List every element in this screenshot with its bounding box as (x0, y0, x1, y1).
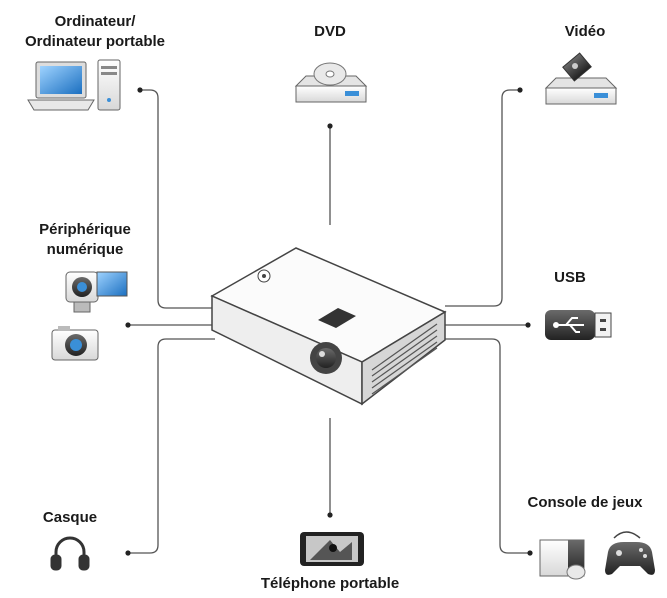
vcr-icon (544, 52, 618, 105)
smartphone-icon (300, 532, 364, 566)
game-console-icon (539, 539, 586, 580)
gamepad-icon (605, 531, 655, 575)
label-computer-line1: Ordinateur/ (54, 13, 136, 30)
label-computer: Ordinateur/ Ordinateur portable (10, 12, 180, 52)
camcorder-icon (65, 271, 128, 313)
label-phone: Téléphone portable (260, 575, 400, 592)
dvd-player-icon (294, 62, 368, 103)
label-video: Vidéo (564, 23, 606, 40)
line-computer (140, 89, 215, 309)
label-digital-line2: numérique (46, 241, 124, 258)
usb-stick-icon (545, 310, 612, 340)
line-video (445, 89, 520, 307)
connector-lines (128, 89, 530, 554)
projector-icon (210, 247, 447, 406)
label-digital-line1: Périphérique (39, 221, 131, 238)
camera-icon (51, 326, 99, 361)
label-computer-line2: Ordinateur portable (24, 33, 166, 50)
connector-dots (125, 87, 533, 556)
line-headset (128, 338, 215, 554)
headphones-icon (50, 536, 90, 571)
desktop-tower-icon (97, 59, 121, 111)
label-dvd: DVD (314, 23, 346, 40)
label-digital-device: Périphérique numérique (20, 220, 150, 260)
line-console (440, 338, 530, 554)
label-usb: USB (554, 269, 586, 286)
label-console: Console de jeux (527, 494, 643, 511)
laptop-icon (27, 61, 95, 111)
label-headset: Casque (42, 509, 98, 526)
